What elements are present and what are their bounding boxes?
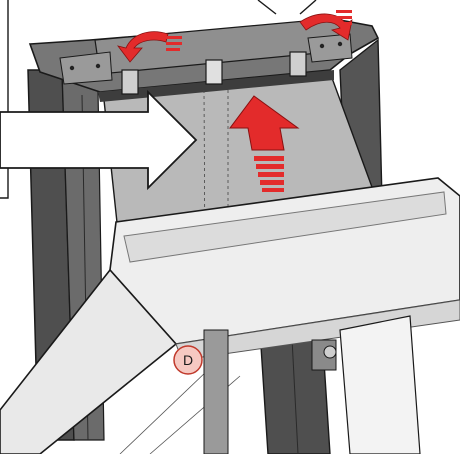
step-callout: D [173,345,203,375]
step-label: D [183,352,193,368]
right-arrow-icon [0,89,198,191]
top-rail [28,17,380,93]
curved-arrow-right-icon [299,10,353,41]
window-sash [0,177,460,455]
curved-arrow-left-icon [117,31,182,63]
speed-lines-icon [254,156,284,192]
up-arrow-icon [229,95,300,151]
